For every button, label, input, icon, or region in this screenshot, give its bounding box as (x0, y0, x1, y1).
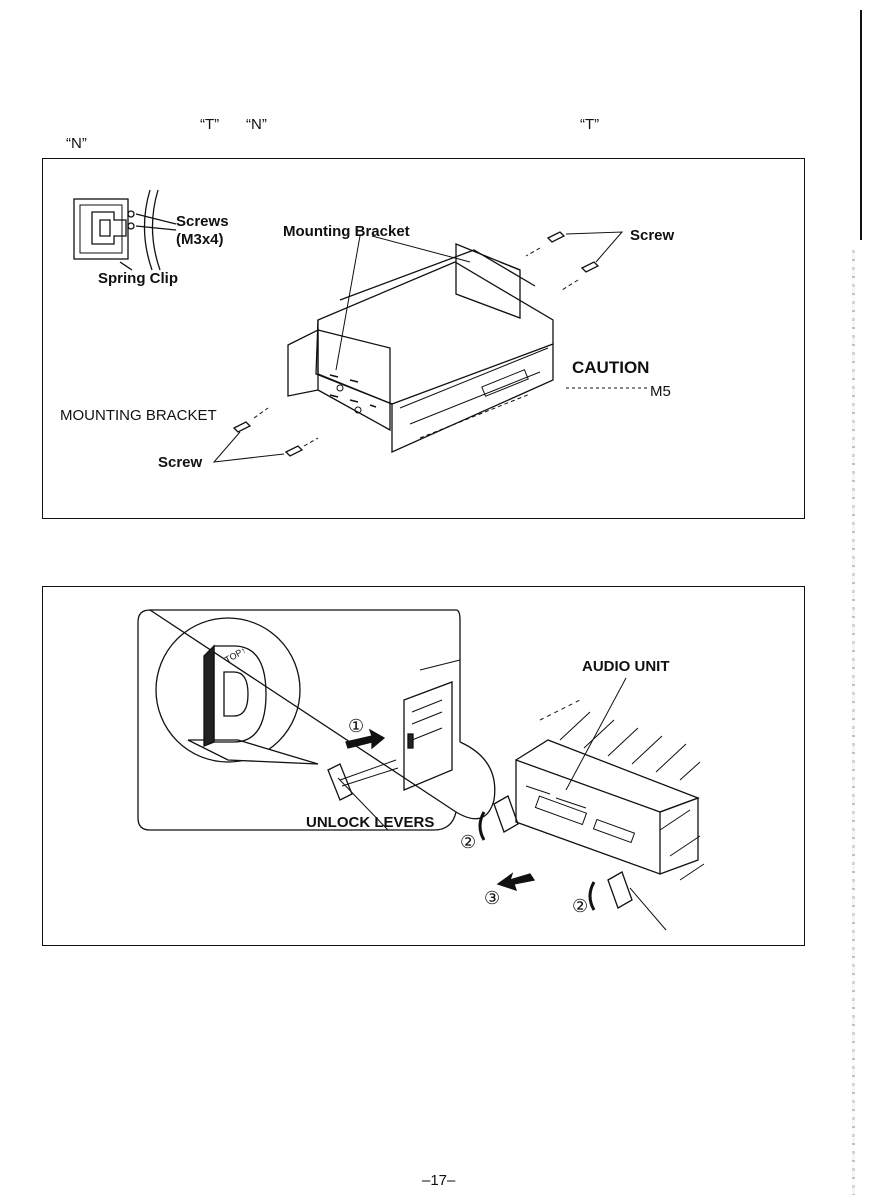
page-number: –17– (422, 1172, 455, 1189)
step-1-marker: ① (348, 716, 364, 737)
step-2b-marker: ② (572, 896, 588, 917)
step-2a-marker: ② (460, 832, 476, 853)
unlock-levers-label: UNLOCK LEVERS (306, 814, 434, 831)
step-3-marker: ③ (484, 888, 500, 909)
audio-unit-label: AUDIO UNIT (582, 658, 670, 675)
